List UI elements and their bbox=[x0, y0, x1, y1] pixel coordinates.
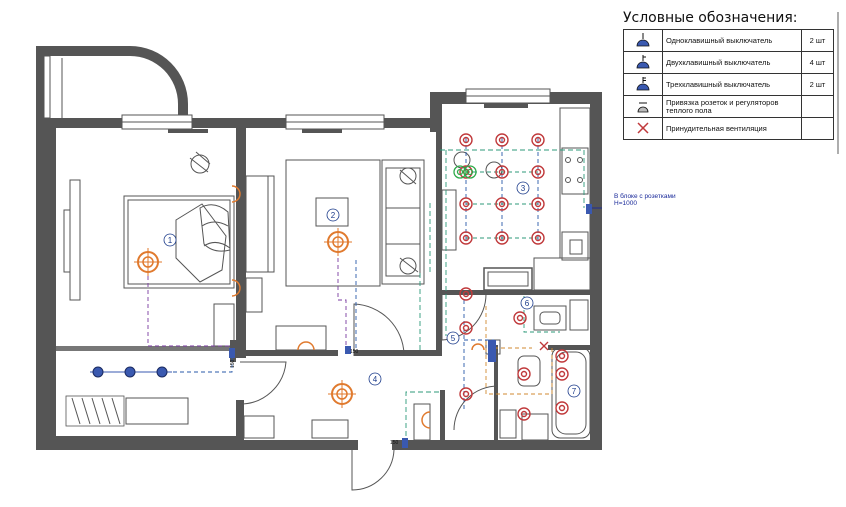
room-number: 5 bbox=[451, 334, 456, 343]
single-key-switch-icon bbox=[636, 32, 650, 46]
dimension-label: 150 bbox=[390, 440, 399, 446]
legend-label: Одноклавишный выключатель bbox=[662, 29, 802, 52]
spot-light-icon bbox=[459, 133, 569, 421]
legend-table: Одноклавишный выключатель 2 шт Двухклави… bbox=[623, 29, 834, 140]
legend-label: Привязка розеток и регуляторов теплого п… bbox=[662, 95, 802, 118]
legend-symbol bbox=[623, 29, 663, 52]
living-furniture bbox=[245, 159, 425, 351]
room-number: 6 bbox=[525, 299, 530, 308]
legend-title: Условные обозначения: bbox=[623, 10, 798, 26]
legend-label: Двухклавишный выключатель bbox=[662, 51, 802, 74]
note-line: В блоке с розетками bbox=[614, 193, 676, 200]
legend-symbol bbox=[623, 95, 663, 118]
legend-row: Одноклавишный выключатель 2 шт bbox=[623, 29, 834, 52]
legend-row: Принудительная вентиляция bbox=[623, 117, 834, 140]
room-number: 1 bbox=[168, 236, 173, 245]
legend-qty bbox=[801, 117, 834, 140]
legend-symbol bbox=[623, 51, 663, 74]
walls bbox=[36, 92, 602, 450]
balcony bbox=[36, 46, 188, 119]
room-number: 4 bbox=[373, 375, 378, 384]
socket-binding-icon bbox=[637, 102, 649, 112]
legend-label-line: Привязка розеток и регуляторов bbox=[666, 97, 779, 107]
light-fixture-icon bbox=[324, 228, 352, 256]
room-2: 2 bbox=[326, 208, 340, 222]
legend-qty bbox=[801, 95, 834, 118]
windows bbox=[121, 88, 551, 133]
legend-row: Привязка розеток и регуляторов теплого п… bbox=[623, 95, 834, 118]
legend-row: Двухклавишный выключатель 4 шт bbox=[623, 51, 834, 74]
legend-symbol bbox=[623, 73, 663, 96]
bathroom-furniture bbox=[243, 299, 591, 441]
orange-light-fixtures bbox=[134, 185, 485, 429]
light-fixture-icon bbox=[134, 248, 162, 276]
legend-qty: 4 шт bbox=[801, 51, 834, 74]
note-line: Н=1000 bbox=[614, 200, 637, 207]
room-4: 4 bbox=[368, 372, 382, 386]
room-6: 6 bbox=[520, 296, 534, 310]
legend-row: Трехклавишный выключатель 2 шт bbox=[623, 73, 834, 96]
room-number: 2 bbox=[331, 211, 336, 220]
forced-ventilation-icon bbox=[637, 121, 649, 134]
two-key-switch-icon bbox=[636, 54, 650, 68]
forced-ventilation-icon bbox=[539, 341, 549, 351]
legend-label-line: теплого пола bbox=[666, 105, 712, 115]
room-1: 1 bbox=[163, 233, 177, 247]
legend-qty: 2 шт bbox=[801, 73, 834, 96]
spot-lights bbox=[459, 133, 569, 421]
legend-label: Принудительная вентиляция bbox=[662, 117, 802, 140]
light-fixture-icon bbox=[328, 380, 356, 408]
room-3: 3 bbox=[516, 181, 530, 195]
three-key-switch-icon bbox=[636, 76, 650, 90]
green-fixtures bbox=[453, 165, 477, 179]
room-7: 7 bbox=[567, 384, 581, 398]
doors bbox=[239, 292, 499, 491]
room-number: 3 bbox=[521, 184, 526, 193]
legend-label: Трехклавишный выключатель bbox=[662, 73, 802, 96]
switches bbox=[90, 204, 592, 448]
bedroom-furniture bbox=[63, 151, 235, 427]
dimension-label: 150 bbox=[350, 349, 359, 355]
room-number: 7 bbox=[572, 387, 577, 396]
dimension-label: 150 bbox=[230, 359, 236, 368]
switch-cluster-bedroom bbox=[90, 366, 172, 378]
kitchen-furniture bbox=[441, 107, 591, 291]
room-labels: 1 2 3 4 5 6 7 bbox=[163, 181, 581, 398]
legend-qty: 2 шт bbox=[801, 29, 834, 52]
legend-symbol bbox=[623, 117, 663, 140]
room-5: 5 bbox=[446, 331, 460, 345]
socket-block-note: В блоке с розетками Н=1000 bbox=[614, 193, 676, 207]
